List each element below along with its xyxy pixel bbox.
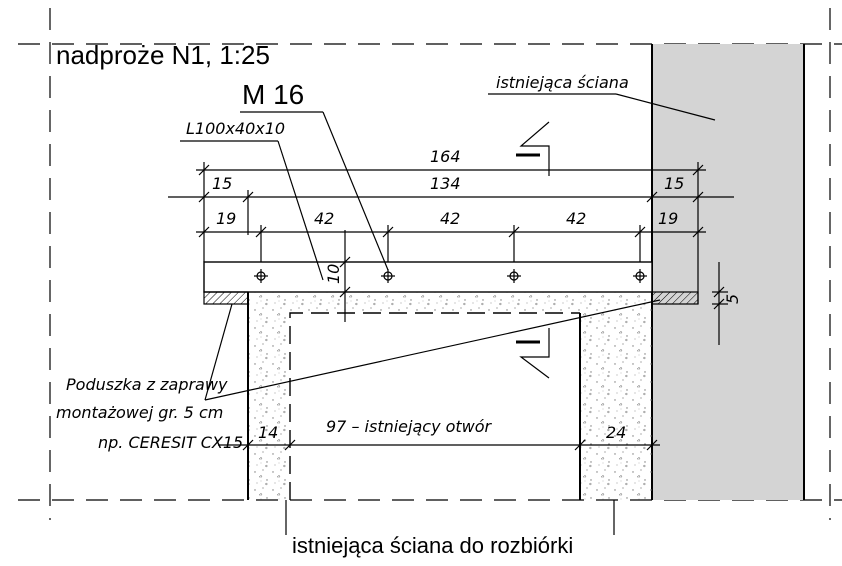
leader-lines: [180, 93, 716, 535]
drawing-title: nadproże N1, 1:25: [56, 40, 270, 70]
dim-opening: 97 – istniejący otwór: [326, 417, 493, 436]
dim-spacing: 42: [440, 209, 460, 228]
dim-left-bolt-edge: 19: [216, 209, 236, 228]
demolition-wall: [248, 292, 652, 500]
section-mark-bottom: [516, 328, 550, 379]
pad-note-line3: np. CERESIT CX15: [98, 433, 243, 452]
dimension-lines: [168, 162, 734, 451]
pad-note-line1: Poduszka z zaprawy: [66, 375, 228, 394]
bearing-pad-right: [651, 291, 699, 305]
bolt: [381, 269, 395, 283]
dim-right-pier: 24: [606, 423, 626, 442]
dim-right-bolt-edge: 19: [658, 209, 678, 228]
dim-right-edge: 15: [664, 174, 684, 193]
dim-angle-height: 10: [324, 264, 343, 284]
angle-label: L100x40x10: [186, 119, 285, 138]
section-mark-top: [516, 121, 550, 176]
dim-spacing: 42: [566, 209, 586, 228]
bolt: [633, 269, 647, 283]
demolition-label: istniejąca ściana do rozbiórki: [292, 533, 573, 558]
dim-left-pier: 14: [258, 423, 278, 442]
bolt: [507, 269, 521, 283]
dim-overall: 164: [430, 147, 461, 166]
steel-angle: [203, 261, 653, 293]
bolt-label: M 16: [242, 79, 304, 110]
bolt: [254, 269, 268, 283]
dim-pad-thickness: 5: [723, 294, 742, 304]
existing-wall-label: istniejąca ściana: [496, 73, 629, 92]
dim-inner: 134: [430, 174, 461, 193]
pad-note-line2: montażowej gr. 5 cm: [56, 403, 223, 422]
dim-spacing: 42: [314, 209, 334, 228]
existing-wall: [652, 44, 804, 500]
bearing-pad-left: [203, 291, 249, 305]
dim-left-edge: 15: [212, 174, 232, 193]
